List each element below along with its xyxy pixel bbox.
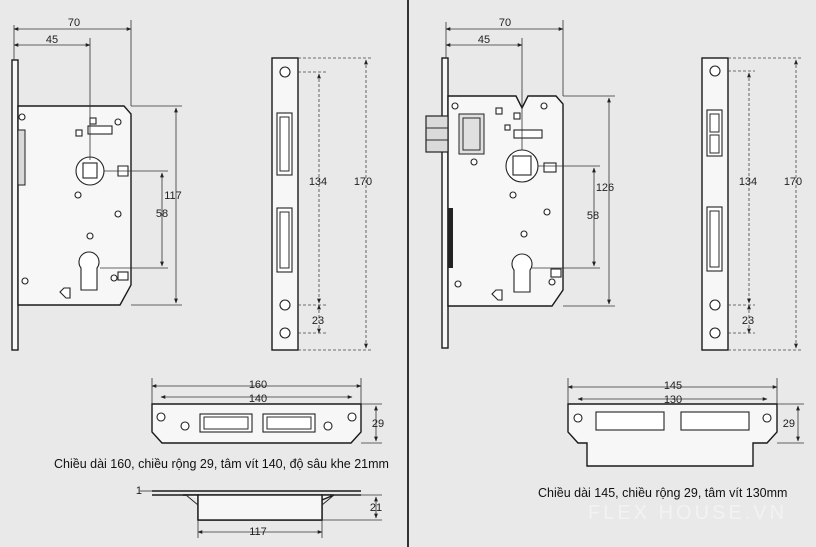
left-lock-body bbox=[11, 59, 132, 351]
left-caption: Chiều dài 160, chiều rộng 29, tâm vít 14… bbox=[54, 457, 389, 471]
right-top-dims bbox=[445, 20, 564, 150]
left-top-dims bbox=[13, 20, 132, 160]
left-dim-160: 160 bbox=[249, 379, 267, 391]
right-dim-45: 45 bbox=[478, 34, 490, 46]
right-dim-70: 70 bbox=[499, 17, 511, 29]
left-dim-117-profile: 117 bbox=[249, 526, 267, 538]
right-dim-58: 58 bbox=[587, 210, 599, 222]
right-dim-134: 134 bbox=[739, 176, 757, 188]
left-dim-170: 170 bbox=[354, 176, 372, 188]
watermark: FLEX HOUSE.VN bbox=[588, 502, 788, 524]
left-strike-profile bbox=[140, 490, 382, 538]
left-dim-23: 23 bbox=[312, 315, 324, 327]
left-dim-140: 140 bbox=[249, 393, 267, 405]
left-dim-45: 45 bbox=[46, 34, 58, 46]
right-dim-23: 23 bbox=[742, 315, 754, 327]
left-side-dims bbox=[100, 105, 182, 306]
left-strike-plate bbox=[151, 378, 382, 444]
left-dim-58: 58 bbox=[156, 208, 168, 220]
right-faceplate-front bbox=[701, 57, 802, 351]
left-dim-70: 70 bbox=[68, 17, 80, 29]
right-dim-130: 130 bbox=[664, 394, 682, 406]
right-dim-145: 145 bbox=[664, 380, 682, 392]
left-dim-134: 134 bbox=[309, 176, 327, 188]
right-strike-plate bbox=[567, 378, 804, 467]
left-dim-117: 117 bbox=[164, 190, 182, 202]
right-dim-126: 126 bbox=[596, 182, 614, 194]
left-dim-21: 21 bbox=[370, 502, 382, 514]
right-side-dims bbox=[532, 95, 615, 307]
right-lock-body bbox=[425, 57, 564, 349]
right-dim-170: 170 bbox=[784, 176, 802, 188]
left-faceplate-front bbox=[271, 57, 372, 351]
left-dim-29: 29 bbox=[372, 418, 384, 430]
right-dim-29: 29 bbox=[783, 418, 795, 430]
left-dim-1: 1 bbox=[136, 485, 142, 497]
right-caption: Chiều dài 145, chiều rộng 29, tâm vít 13… bbox=[538, 486, 788, 500]
